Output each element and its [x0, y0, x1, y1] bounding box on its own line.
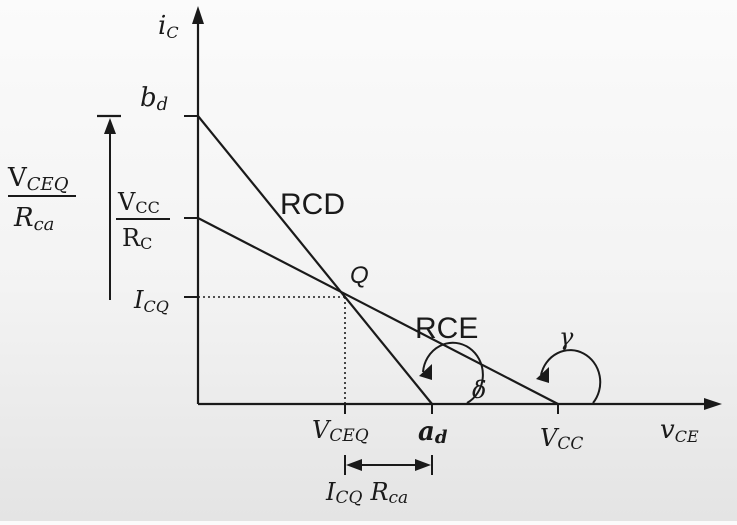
gamma-angle-arrowhead [536, 367, 549, 383]
label-vceq: VCEQ [312, 416, 369, 446]
rcd-label: RCD [280, 188, 345, 221]
rce-label: RCE [415, 312, 478, 345]
y-axis-label: iC [158, 11, 179, 42]
bracket-left-arrow [346, 459, 362, 471]
rcd-load-line [197, 115, 433, 405]
y-axis-arrow [192, 6, 204, 24]
bracket-right-arrow [415, 459, 431, 471]
side-fraction-numerator: VCEQ [7, 163, 69, 195]
label-vcc: VCC [540, 424, 583, 454]
x-axis-arrow [704, 398, 722, 410]
gamma-angle-arc [540, 349, 602, 404]
label-vcc-rc-numerator: VCC [117, 188, 160, 217]
label-ad: ad [418, 417, 448, 448]
side-fraction-denominator: Rca [13, 203, 54, 235]
label-bd: bd [140, 83, 168, 115]
delta-angle-arc [422, 341, 484, 404]
rce-load-line [197, 217, 559, 405]
delta-label: δ [472, 376, 486, 404]
label-vcc-rc-denominator: RC [122, 224, 152, 253]
x-axis-label: vCE [660, 415, 699, 446]
q-point-label: Q [350, 262, 369, 289]
delta-angle-arrowhead [419, 364, 432, 380]
gamma-label: γ [559, 323, 574, 351]
label-icq: ICQ [133, 286, 169, 316]
vceq-rca-dimension-arrow [104, 118, 116, 134]
